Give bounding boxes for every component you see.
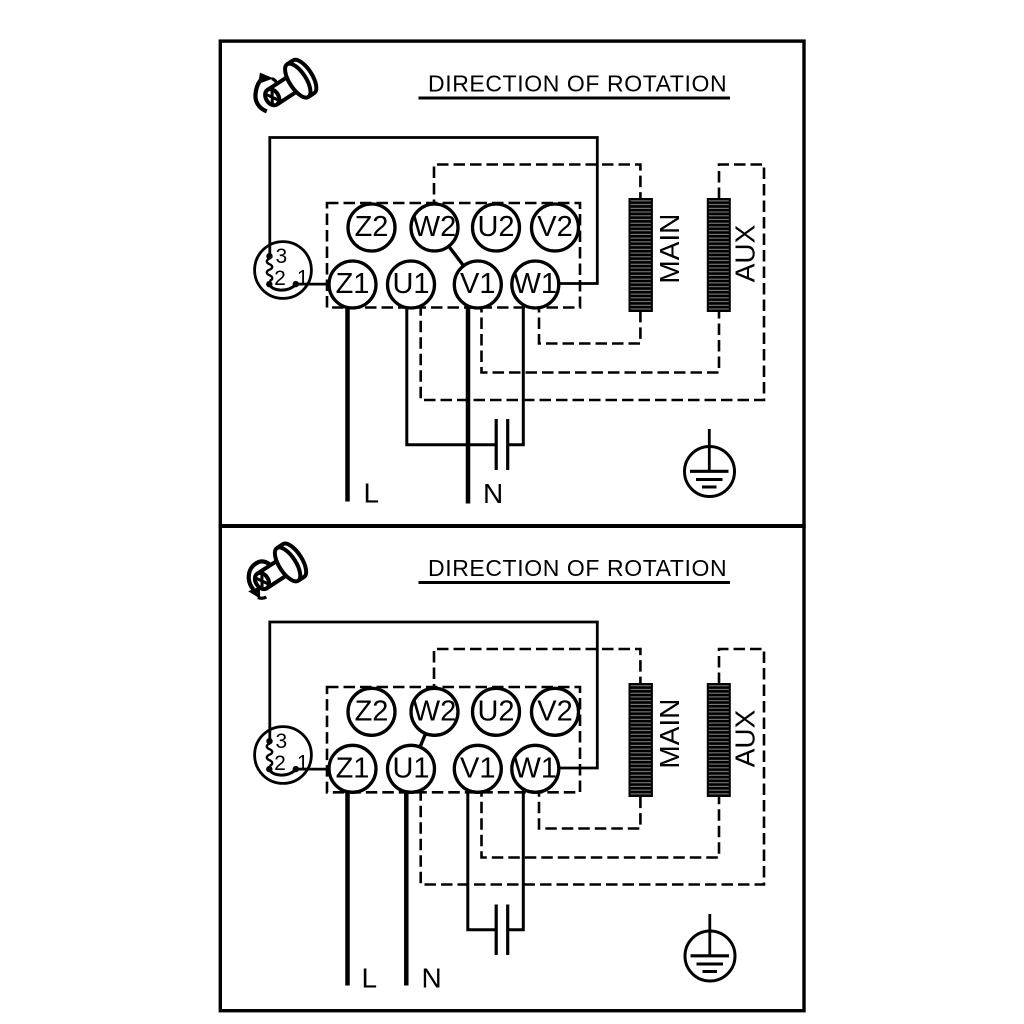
svg-text:W2: W2 [413, 695, 457, 727]
svg-text:U1: U1 [392, 268, 429, 300]
svg-text:3: 3 [275, 245, 287, 268]
svg-text:V2: V2 [537, 695, 572, 727]
svg-text:N: N [483, 478, 503, 509]
svg-text:1: 1 [297, 752, 309, 775]
svg-text:N: N [422, 962, 442, 993]
svg-text:DIRECTION OF ROTATION: DIRECTION OF ROTATION [428, 555, 727, 581]
svg-text:Z1: Z1 [336, 752, 370, 784]
svg-text:AUX: AUX [730, 709, 761, 767]
svg-text:W1: W1 [514, 268, 558, 300]
svg-text:Z1: Z1 [336, 268, 370, 300]
svg-text:V2: V2 [537, 211, 572, 243]
svg-text:L: L [362, 962, 378, 993]
svg-text:U2: U2 [477, 211, 514, 243]
svg-text:2: 2 [274, 267, 286, 290]
svg-text:3: 3 [275, 730, 287, 753]
svg-text:AUX: AUX [730, 224, 761, 282]
svg-text:2: 2 [274, 752, 286, 775]
svg-text:DIRECTION OF ROTATION: DIRECTION OF ROTATION [428, 71, 727, 97]
svg-text:V1: V1 [460, 268, 495, 300]
svg-text:U1: U1 [392, 752, 429, 784]
svg-text:1: 1 [297, 267, 309, 290]
svg-text:Z2: Z2 [355, 695, 389, 727]
svg-text:L: L [364, 478, 380, 509]
svg-text:MAIN: MAIN [654, 699, 685, 769]
svg-text:MAIN: MAIN [654, 214, 685, 284]
svg-text:W2: W2 [413, 211, 457, 243]
svg-text:V1: V1 [460, 752, 495, 784]
svg-text:Z2: Z2 [355, 211, 389, 243]
svg-text:U2: U2 [477, 695, 514, 727]
svg-text:W1: W1 [514, 752, 558, 784]
